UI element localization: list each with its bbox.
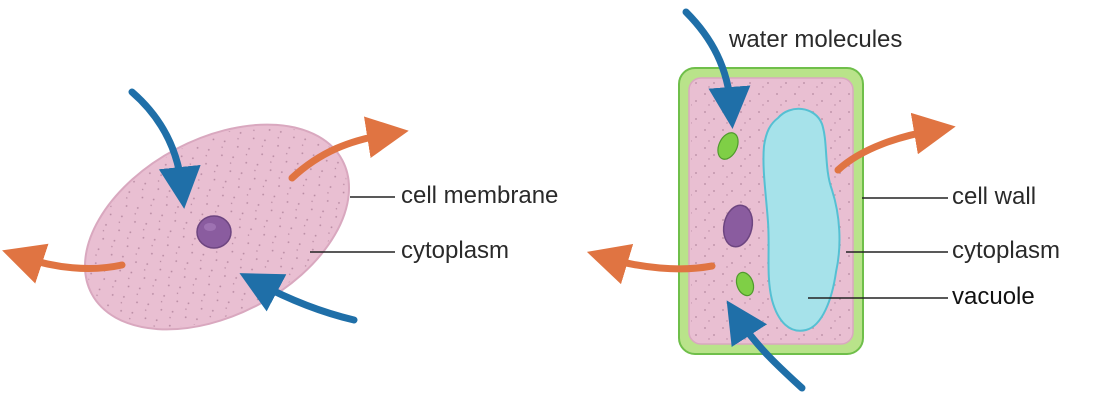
water-in-arrow bbox=[128, 88, 201, 209]
label-plant-cytoplasm: cytoplasm bbox=[952, 237, 1061, 264]
label-cell-wall: cell wall bbox=[952, 183, 1037, 210]
animal-cell bbox=[2, 88, 409, 331]
water-out-arrow bbox=[288, 116, 409, 182]
water-out-arrow bbox=[834, 112, 956, 174]
animal-nucleus-highlight bbox=[204, 223, 216, 231]
plant-nucleus bbox=[722, 204, 754, 248]
chloroplast bbox=[717, 132, 739, 160]
plant-cell bbox=[586, 8, 956, 392]
label-water-molecules: water molecules bbox=[729, 26, 903, 53]
label-cell-membrane: cell membrane bbox=[401, 182, 559, 209]
water-in-arrow bbox=[239, 273, 358, 324]
label-animal-cytoplasm: cytoplasm bbox=[401, 237, 510, 264]
water-out-arrow bbox=[586, 243, 716, 285]
water-in-arrow bbox=[726, 300, 806, 392]
animal-nucleus bbox=[196, 215, 232, 249]
water-out-arrow bbox=[2, 243, 126, 284]
chloroplast bbox=[735, 271, 755, 297]
water-in-arrow bbox=[682, 8, 751, 129]
vacuole bbox=[762, 108, 841, 332]
label-vacuole: vacuole bbox=[952, 283, 1035, 310]
